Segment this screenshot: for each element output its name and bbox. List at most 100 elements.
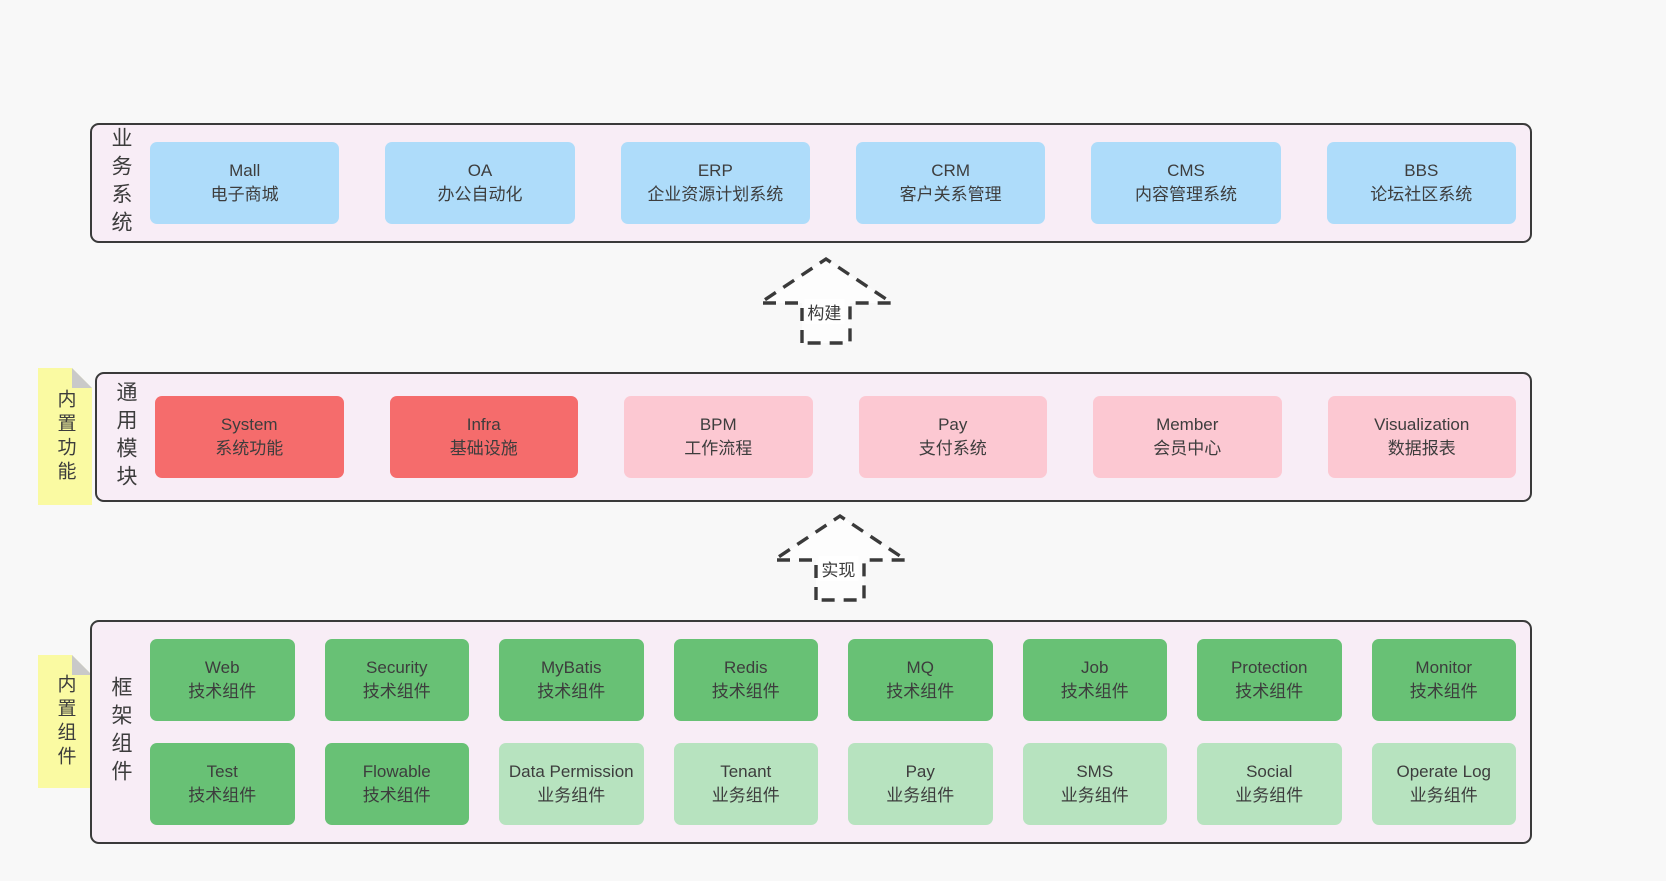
node-subtitle: 基础设施 xyxy=(449,439,518,458)
modules-boxes-row: System 系统功能 Infra 基础设施 BPM 工作流程 Pay 支付系统… xyxy=(155,374,1516,500)
node-subtitle: 数据报表 xyxy=(1387,439,1456,458)
implement-arrow-label: 实现 xyxy=(818,556,859,581)
node-bpm: BPM 工作流程 xyxy=(624,396,813,478)
node-security: Security 技术组件 xyxy=(324,639,469,721)
node-subtitle: 技术组件 xyxy=(1060,682,1129,701)
node-subtitle: 业务组件 xyxy=(711,786,780,805)
node-title: MQ xyxy=(906,657,934,677)
node-mq: MQ 技术组件 xyxy=(848,639,993,721)
node-operate-log: Operate Log 业务组件 xyxy=(1371,743,1516,825)
node-data-permission: Data Permission 业务组件 xyxy=(499,743,644,825)
layer-label: 业务系统 xyxy=(109,127,132,239)
node-title: System xyxy=(220,414,278,434)
node-title: Data Permission xyxy=(508,761,634,781)
node-subtitle: 工作流程 xyxy=(684,439,753,458)
node-subtitle: 技术组件 xyxy=(1235,682,1304,701)
node-protection: Protection 技术组件 xyxy=(1197,639,1342,721)
node-title: Pay xyxy=(938,414,968,434)
framework-row-2: Test 技术组件 Flowable 技术组件 Data Permission … xyxy=(150,743,1516,825)
node-subtitle: 业务组件 xyxy=(1060,786,1129,805)
node-subtitle: 论坛社区系统 xyxy=(1370,185,1473,204)
build-arrow-label: 构建 xyxy=(804,299,845,324)
node-title: Test xyxy=(206,761,238,781)
node-mall: Mall 电子商城 xyxy=(150,142,340,224)
node-title: ERP xyxy=(697,160,733,180)
framework-boxes-grid: Web 技术组件 Security 技术组件 MyBatis 技术组件 Redi… xyxy=(150,622,1516,842)
node-subtitle: 业务组件 xyxy=(1409,786,1478,805)
node-title: OA xyxy=(467,160,493,180)
node-subtitle: 业务组件 xyxy=(1235,786,1304,805)
node-subtitle: 技术组件 xyxy=(362,682,431,701)
node-subtitle: 技术组件 xyxy=(711,682,780,701)
node-subtitle: 内容管理系统 xyxy=(1134,185,1237,204)
node-title: Job xyxy=(1081,657,1109,677)
node-title: Visualization xyxy=(1374,414,1470,434)
node-title: Social xyxy=(1246,761,1293,781)
node-crm: CRM 客户关系管理 xyxy=(855,142,1046,224)
node-title: Tenant xyxy=(720,761,772,781)
implement-arrow: 实现 xyxy=(768,510,912,602)
node-subtitle: 技术组件 xyxy=(188,786,257,805)
node-title: CMS xyxy=(1167,160,1205,180)
node-subtitle: 企业资源计划系统 xyxy=(647,185,784,204)
node-subtitle: 会员中心 xyxy=(1153,439,1222,458)
sticky-note-text: 内置组件 xyxy=(54,673,76,770)
node-title: Mall xyxy=(229,160,261,180)
node-social: Social 业务组件 xyxy=(1197,743,1342,825)
sticky-note-paper xyxy=(38,368,92,505)
node-pay-business: Pay 业务组件 xyxy=(848,743,993,825)
node-title: CRM xyxy=(931,160,970,180)
node-web: Web 技术组件 xyxy=(150,639,295,721)
node-subtitle: 办公自动化 xyxy=(437,185,523,204)
node-redis: Redis 技术组件 xyxy=(673,639,818,721)
node-member: Member 会员中心 xyxy=(1093,396,1282,478)
node-infra: Infra 基础设施 xyxy=(389,396,578,478)
layer-label: 通用模块 xyxy=(114,381,137,493)
node-cms: CMS 内容管理系统 xyxy=(1091,142,1281,224)
node-mybatis: MyBatis 技术组件 xyxy=(499,639,644,721)
node-oa: OA 办公自动化 xyxy=(385,142,575,224)
node-title: Operate Log xyxy=(1396,761,1491,781)
business-boxes-row: Mall 电子商城 OA 办公自动化 ERP 企业资源计划系统 CRM 客户关系… xyxy=(150,125,1516,241)
node-title: Protection xyxy=(1230,657,1308,677)
node-pay: Pay 支付系统 xyxy=(858,396,1047,478)
node-subtitle: 技术组件 xyxy=(886,682,955,701)
node-subtitle: 系统功能 xyxy=(215,439,284,458)
framework-row-1: Web 技术组件 Security 技术组件 MyBatis 技术组件 Redi… xyxy=(150,639,1516,721)
layer-framework-components: 框架组件 Web 技术组件 Security 技术组件 MyBatis 技术组件… xyxy=(90,620,1532,844)
node-erp: ERP 企业资源计划系统 xyxy=(620,142,810,224)
node-title: Web xyxy=(204,657,240,677)
node-subtitle: 业务组件 xyxy=(537,786,606,805)
node-title: Infra xyxy=(466,414,501,434)
sticky-note-built-in-functions: 内置功能 xyxy=(38,368,92,505)
node-title: Flowable xyxy=(362,761,431,781)
sticky-note-text: 内置功能 xyxy=(54,388,76,485)
node-subtitle: 客户关系管理 xyxy=(899,185,1002,204)
node-title: Redis xyxy=(724,657,768,677)
node-subtitle: 业务组件 xyxy=(886,786,955,805)
node-subtitle: 技术组件 xyxy=(188,682,257,701)
node-title: Pay xyxy=(905,761,935,781)
node-subtitle: 技术组件 xyxy=(1409,682,1478,701)
sticky-note-paper xyxy=(38,655,92,788)
node-title: BBS xyxy=(1404,160,1439,180)
node-subtitle: 技术组件 xyxy=(362,786,431,805)
node-visualization: Visualization 数据报表 xyxy=(1327,396,1516,478)
node-monitor: Monitor 技术组件 xyxy=(1371,639,1516,721)
node-flowable: Flowable 技术组件 xyxy=(324,743,469,825)
node-subtitle: 电子商城 xyxy=(210,185,279,204)
layer-common-modules: 通用模块 System 系统功能 Infra 基础设施 BPM 工作流程 Pay… xyxy=(95,372,1532,502)
node-subtitle: 支付系统 xyxy=(918,439,987,458)
node-title: MyBatis xyxy=(541,657,602,677)
node-bbs: BBS 论坛社区系统 xyxy=(1326,142,1516,224)
layer-business-systems: 业务系统 Mall 电子商城 OA 办公自动化 ERP 企业资源计划系统 CRM… xyxy=(90,123,1532,243)
node-title: BPM xyxy=(699,414,737,434)
node-title: Security xyxy=(366,657,428,677)
node-tenant: Tenant 业务组件 xyxy=(673,743,818,825)
node-subtitle: 技术组件 xyxy=(537,682,606,701)
node-sms: SMS 业务组件 xyxy=(1022,743,1167,825)
node-title: Member xyxy=(1156,414,1219,434)
node-job: Job 技术组件 xyxy=(1022,639,1167,721)
sticky-note-built-in-components: 内置组件 xyxy=(38,655,92,788)
node-system: System 系统功能 xyxy=(155,396,344,478)
